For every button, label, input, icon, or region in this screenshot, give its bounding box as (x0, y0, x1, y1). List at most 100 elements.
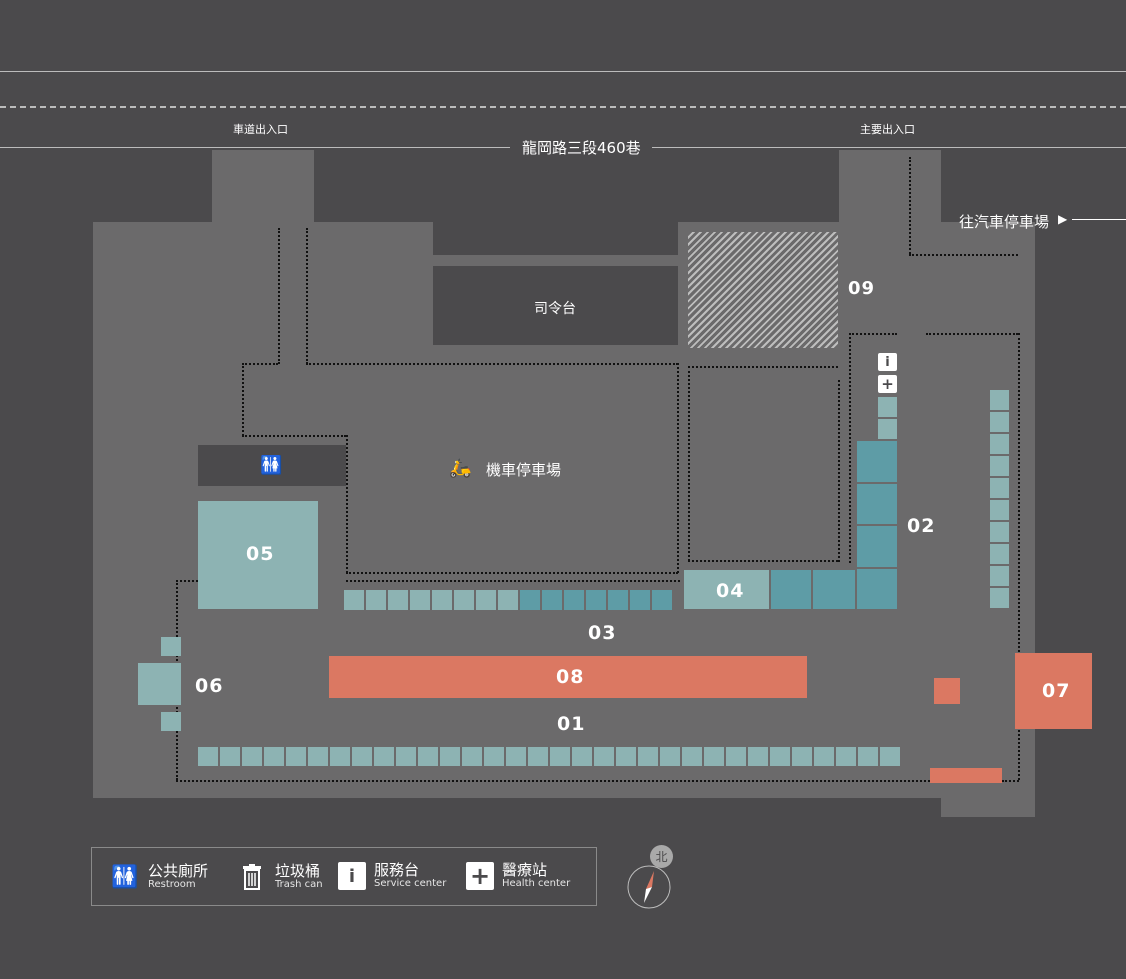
zone-02-booth[interactable] (878, 419, 897, 439)
booth[interactable] (410, 590, 430, 610)
zone-06-block[interactable] (138, 663, 181, 705)
booth[interactable] (990, 500, 1009, 520)
booth[interactable] (608, 590, 628, 610)
booth[interactable] (344, 590, 364, 610)
booth[interactable] (990, 544, 1009, 564)
to-car-parking-label[interactable]: 往汽車停車場 (959, 213, 1050, 231)
booth[interactable] (572, 747, 592, 766)
zone-06-booth[interactable] (161, 637, 181, 656)
health-center-icon[interactable]: + (878, 375, 897, 393)
booth[interactable] (814, 747, 834, 766)
ground-east-strip (941, 242, 1035, 262)
zone-07-block[interactable] (1015, 653, 1092, 729)
booth[interactable] (308, 747, 328, 766)
dotted-path (849, 333, 851, 563)
booth[interactable] (726, 747, 746, 766)
zone-07-label: 07 (1042, 680, 1071, 702)
booth[interactable] (990, 434, 1009, 454)
zone-02-booth[interactable] (857, 526, 897, 567)
booth[interactable] (454, 590, 474, 610)
booth[interactable] (660, 747, 680, 766)
booth[interactable] (476, 590, 496, 610)
zone-04-booth[interactable] (813, 570, 855, 609)
booth[interactable] (242, 747, 262, 766)
zone-02-booth[interactable] (857, 484, 897, 524)
booth[interactable] (990, 456, 1009, 476)
booth[interactable] (550, 747, 570, 766)
zone-03-label: 03 (588, 622, 617, 644)
legend-health-en: Health center (502, 877, 571, 889)
zone-06-label: 06 (195, 675, 224, 697)
booth[interactable] (432, 590, 452, 610)
booth[interactable] (652, 590, 672, 610)
zone-02-booth[interactable] (857, 569, 897, 609)
booth[interactable] (682, 747, 702, 766)
booth[interactable] (440, 747, 460, 766)
podium (433, 266, 678, 345)
booth[interactable] (880, 747, 900, 766)
booth[interactable] (748, 747, 768, 766)
booth[interactable] (330, 747, 350, 766)
booth[interactable] (792, 747, 812, 766)
zone-09-label: 09 (848, 278, 876, 299)
booth[interactable] (630, 590, 650, 610)
dotted-path (346, 572, 678, 574)
legend: 🚻 公共廁所 Restroom 垃圾桶 Trash can i 服務台 Serv… (91, 847, 597, 906)
booth[interactable] (264, 747, 284, 766)
zone-02-booth[interactable] (857, 441, 897, 482)
booth[interactable] (990, 412, 1009, 432)
car-parking-arrow-line (1072, 219, 1126, 220)
booth[interactable] (528, 747, 548, 766)
booth[interactable] (484, 747, 504, 766)
booth[interactable] (498, 590, 518, 610)
booth[interactable] (352, 747, 372, 766)
booth[interactable] (198, 747, 218, 766)
booth[interactable] (286, 747, 306, 766)
booth[interactable] (616, 747, 636, 766)
dotted-path (688, 560, 838, 562)
zone-04-block[interactable] (684, 570, 769, 609)
road-name: 龍岡路三段460巷 (522, 139, 641, 157)
zone-06-booth[interactable] (161, 712, 181, 731)
dotted-path (838, 380, 840, 562)
booth[interactable] (586, 590, 606, 610)
booth[interactable] (418, 747, 438, 766)
booth[interactable] (542, 590, 562, 610)
booth[interactable] (594, 747, 614, 766)
booth[interactable] (462, 747, 482, 766)
booth[interactable] (858, 747, 878, 766)
booth[interactable] (396, 747, 416, 766)
dotted-path (176, 780, 930, 782)
legend-service-zh: 服務台 (374, 860, 420, 879)
booth[interactable] (220, 747, 240, 766)
compass: 北 (626, 845, 674, 911)
zone-07-small-booth[interactable] (934, 678, 960, 704)
zone-05-block[interactable] (198, 501, 318, 609)
booth[interactable] (638, 747, 658, 766)
booth[interactable] (366, 590, 386, 610)
booth[interactable] (990, 588, 1009, 608)
service-center-icon[interactable]: i (878, 353, 897, 371)
booth[interactable] (990, 390, 1009, 410)
booth[interactable] (704, 747, 724, 766)
legend-restroom-en: Restroom (148, 878, 196, 890)
zone-07-bar[interactable] (930, 768, 1002, 783)
booth[interactable] (388, 590, 408, 610)
zone-08-block[interactable] (329, 656, 807, 698)
zone-03-booths (344, 590, 672, 610)
booth[interactable] (506, 747, 526, 766)
dotted-path (849, 333, 897, 335)
booth[interactable] (990, 478, 1009, 498)
zone-04-booth[interactable] (771, 570, 811, 609)
zone-02-booth[interactable] (878, 397, 897, 417)
booth[interactable] (990, 566, 1009, 586)
booth[interactable] (374, 747, 394, 766)
booth[interactable] (520, 590, 540, 610)
booth[interactable] (990, 522, 1009, 542)
booth[interactable] (836, 747, 856, 766)
dotted-path (1018, 333, 1020, 780)
booth[interactable] (564, 590, 584, 610)
dotted-path (677, 363, 679, 573)
booth[interactable] (770, 747, 790, 766)
dotted-path (688, 366, 838, 368)
